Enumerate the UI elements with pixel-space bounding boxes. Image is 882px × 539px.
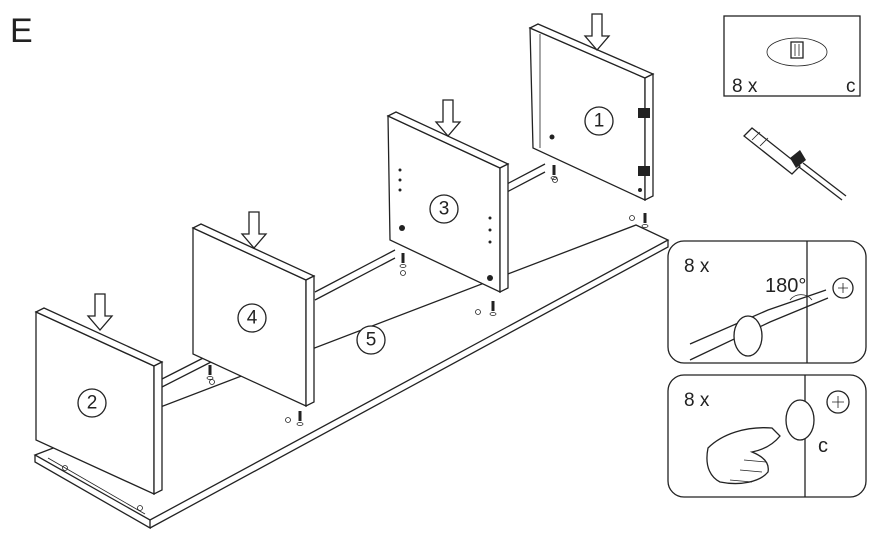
panel-1-number: 1 [594,111,605,132]
panel-5-marker [356,325,386,355]
panel-2-marker [77,388,107,418]
cover-quantity: 8 x [684,390,710,411]
step-label: E [10,12,33,50]
dowel [641,212,649,228]
panel-4-marker [237,303,267,333]
cover-cap-icon [766,37,828,67]
down-arrow-icon [435,99,461,137]
panel-3-marker [429,194,459,224]
parts-quantity: 8 x [732,76,758,97]
panel-1-marker [584,106,614,136]
parts-letter: c [846,76,856,97]
rotate-inset: 8 x 180° [667,240,867,364]
down-arrow-icon [584,13,610,51]
cover-letter: c [818,435,828,457]
hand-icon [706,427,781,485]
rotate-angle: 180° [765,275,806,297]
panel-2-number: 2 [87,393,98,414]
rotate-quantity: 8 x [684,256,710,277]
panel-4-number: 4 [247,308,258,329]
cover-cap-icon [785,399,815,441]
panel-5-number: 5 [366,330,377,351]
parts-box: 8 x c [723,15,861,97]
cover-inset: 8 x c [667,374,867,498]
dowel [399,252,407,268]
down-arrow-icon [241,211,267,249]
down-arrow-icon [87,293,113,331]
dowel [206,364,214,380]
panel-3-number: 3 [439,199,450,220]
side-panel-3 [386,111,510,294]
screwdriver-icon [743,127,847,201]
bottom-panel [33,177,670,530]
